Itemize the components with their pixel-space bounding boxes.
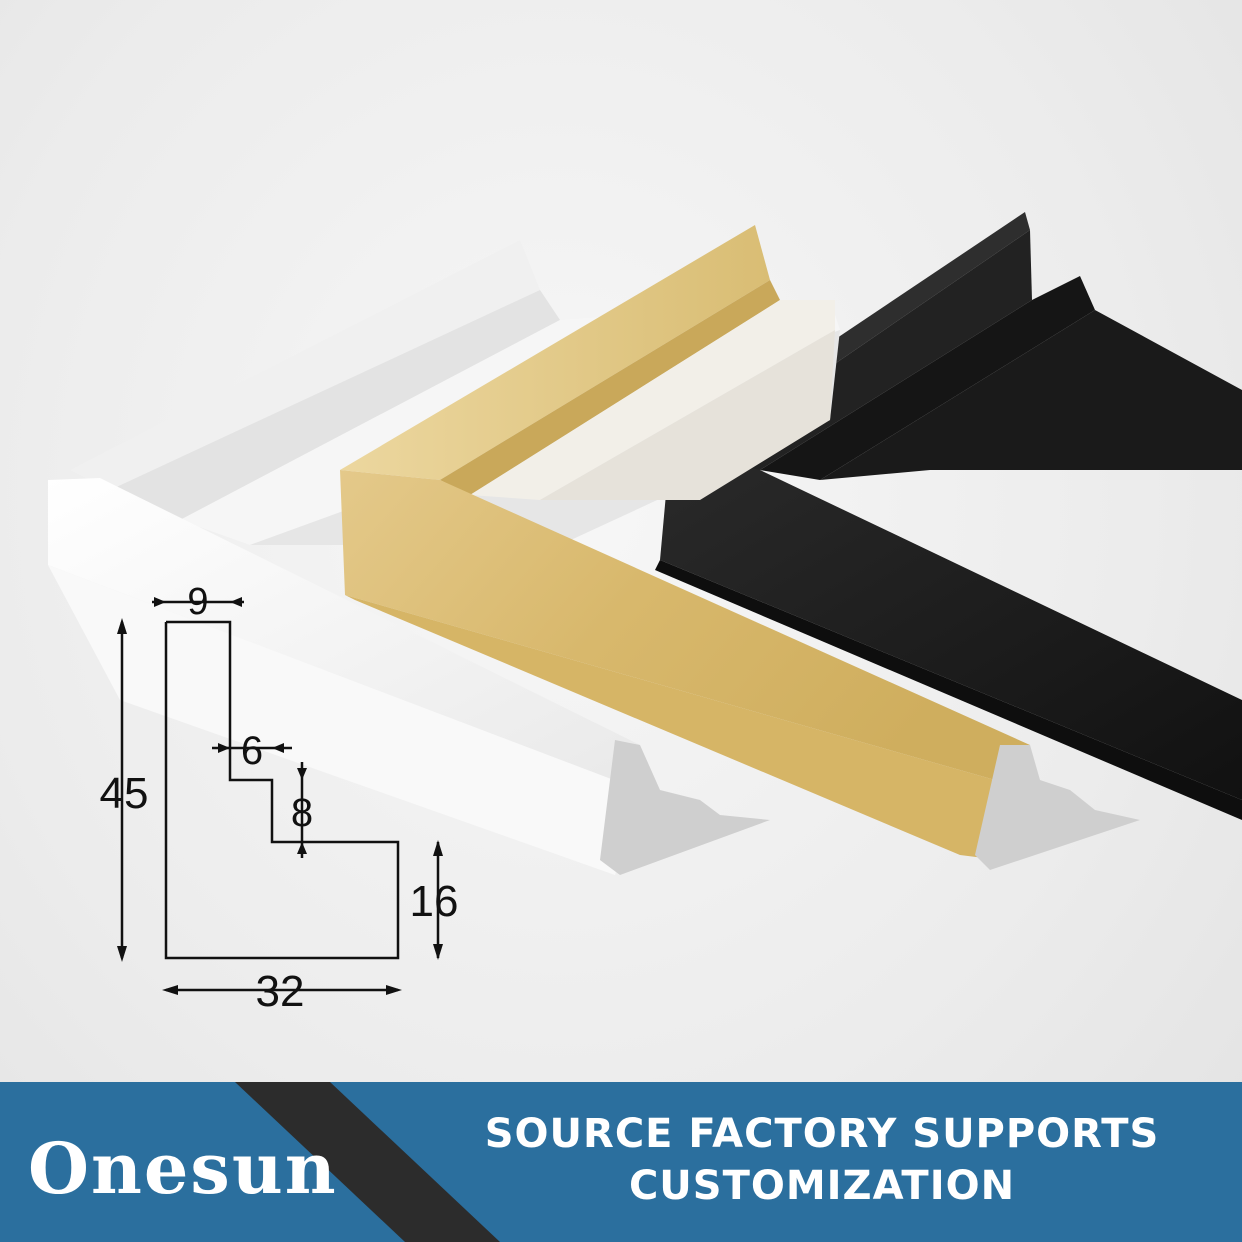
profile-outline bbox=[164, 620, 400, 960]
banner-diagonal-stripe bbox=[235, 1082, 500, 1242]
dim-label-step-height: 8 bbox=[291, 791, 313, 835]
bottom-banner bbox=[0, 1082, 1242, 1242]
dim-label-top-width: 9 bbox=[187, 581, 208, 623]
black-frame-sample bbox=[655, 212, 1242, 820]
tagline-line-1: SOURCE FACTORY SUPPORTS bbox=[484, 1111, 1160, 1157]
wood-frame-sample bbox=[340, 225, 1140, 870]
banner-tagline: SOURCE FACTORY SUPPORTS CUSTOMIZATION bbox=[442, 1108, 1202, 1212]
dim-label-total-width: 32 bbox=[256, 967, 305, 1016]
dim-label-step-width: 6 bbox=[241, 729, 263, 773]
dim-label-lip-height: 16 bbox=[410, 877, 459, 926]
dim-label-total-height: 45 bbox=[100, 769, 149, 818]
profile-diagram bbox=[117, 597, 443, 995]
brand-logo: Onesun bbox=[28, 1127, 338, 1210]
tagline-line-2: CUSTOMIZATION bbox=[628, 1163, 1016, 1209]
